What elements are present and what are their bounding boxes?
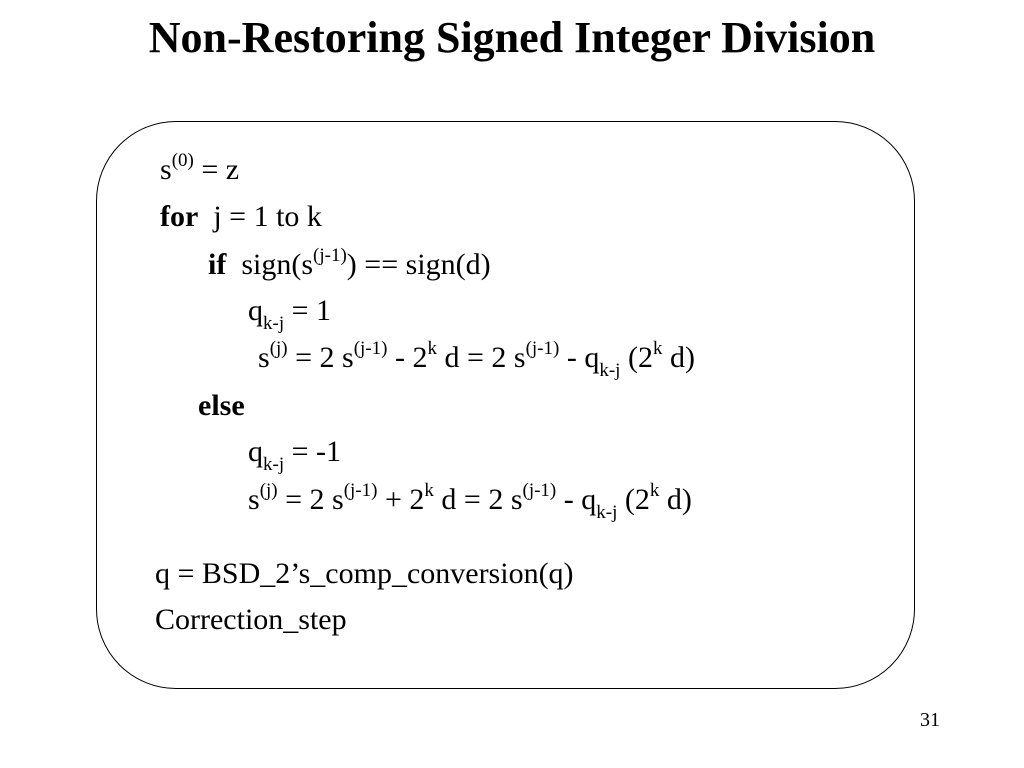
else-s-t1: s	[248, 483, 260, 516]
else-s-t5-sub: k-j	[596, 502, 618, 523]
else-s-line: s(j) = 2 s(j-1) + 2k d = 2 s(j-1) - qk-j…	[248, 480, 692, 522]
else-keyword: else	[198, 389, 245, 422]
init-s-superscript: (0)	[171, 150, 194, 171]
then-s-t7: d)	[662, 341, 695, 374]
init-rest: = z	[193, 153, 240, 186]
then-s-t2-sup: (j-1)	[353, 338, 388, 359]
then-q-subscript: k-j	[263, 313, 285, 334]
else-s-t4-sup: (j-1)	[522, 480, 557, 501]
for-rest: j = 1 to k	[198, 200, 322, 233]
else-s-t6: (2	[617, 483, 650, 516]
then-q-line: qk-j = 1	[248, 293, 332, 333]
if-keyword: if	[208, 248, 227, 281]
conversion-line: q = BSD_2’s_comp_conversion(q)	[155, 557, 574, 590]
if-pre: sign(s	[226, 248, 314, 281]
then-q-rest: = 1	[284, 294, 332, 327]
algorithm-box	[96, 121, 915, 689]
else-s-t1-sup: (j)	[259, 480, 278, 501]
else-q-rest: = -1	[284, 435, 342, 468]
then-s-line: s(j) = 2 s(j-1) - 2k d = 2 s(j-1) - qk-j…	[258, 338, 695, 380]
then-s-t2: = 2 s	[287, 341, 354, 374]
then-s-t6: (2	[620, 341, 653, 374]
else-s-t3-sup: k	[424, 480, 434, 501]
else-q: q	[248, 435, 263, 468]
init-s: s	[160, 153, 172, 186]
for-keyword: for	[160, 200, 199, 233]
if-line: if sign(s(j-1)) == sign(d)	[208, 245, 491, 283]
else-s-t2-sup: (j-1)	[343, 480, 378, 501]
then-s-t3-sup: k	[427, 338, 437, 359]
then-s-t6-sup: k	[652, 338, 663, 359]
else-s-t2: = 2 s	[277, 483, 344, 516]
then-s-t1-sup: (j)	[269, 338, 288, 359]
else-q-line: qk-j = -1	[248, 434, 342, 474]
slide-number: 31	[920, 709, 940, 731]
then-s-t1: s	[258, 341, 270, 374]
then-s-t3: - 2	[387, 341, 428, 374]
else-s-t3: + 2	[377, 483, 425, 516]
else-s-t6-sup: k	[649, 480, 660, 501]
else-q-subscript: k-j	[263, 454, 285, 475]
then-s-t5: - q	[559, 341, 600, 374]
if-post: ) == sign(d)	[346, 248, 491, 281]
for-line: for j = 1 to k	[160, 199, 322, 235]
init-line: s(0) = z	[160, 150, 240, 188]
if-superscript: (j-1)	[313, 245, 347, 266]
else-s-t4: d = 2 s	[433, 483, 523, 516]
then-s-t4-sup: (j-1)	[525, 338, 560, 359]
slide-title: Non-Restoring Signed Integer Division	[148, 13, 876, 62]
correction-line: Correction_step	[155, 603, 347, 636]
then-s-t4: d = 2 s	[436, 341, 526, 374]
then-q: q	[248, 294, 263, 327]
else-line: else	[198, 388, 245, 424]
then-s-t5-sub: k-j	[599, 360, 621, 381]
else-s-t7: d)	[659, 483, 692, 516]
else-s-t5: - q	[556, 483, 597, 516]
